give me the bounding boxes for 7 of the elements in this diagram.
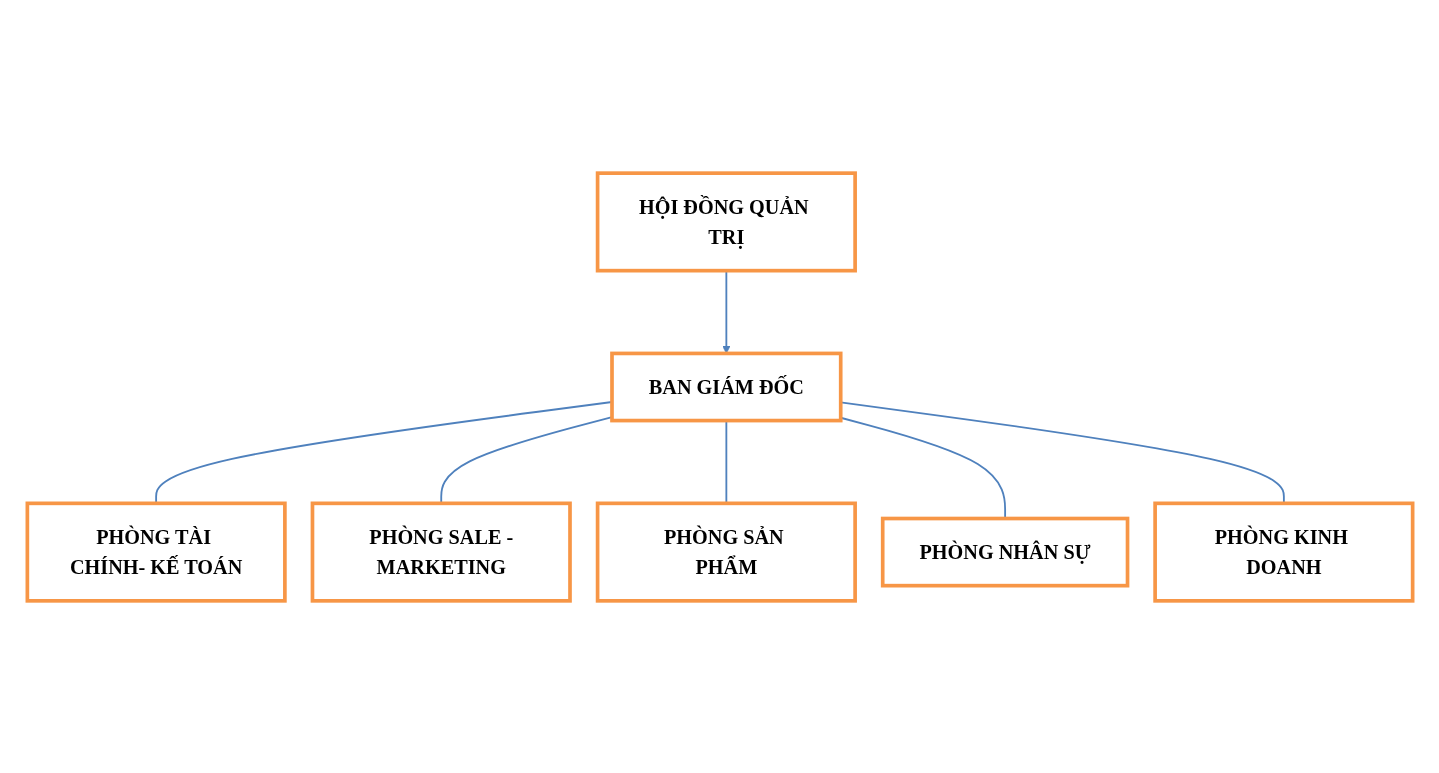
node-box: HỘI ĐỒNG QUẢN TRỊ	[595, 170, 857, 272]
node-box: PHÒNG KINH DOANH	[1152, 501, 1414, 603]
node-box: PHÒNG SALE -MARKETING	[310, 501, 572, 603]
node-box: PHÒNG TÀI CHÍNH- KẾ TOÁN	[25, 501, 287, 603]
node-box: PHÒNG NHÂN SỰ	[880, 516, 1129, 587]
node-box: PHÒNG SẢN PHẨM	[595, 501, 857, 603]
node-box: BAN GIÁM ĐỐC	[609, 351, 843, 422]
